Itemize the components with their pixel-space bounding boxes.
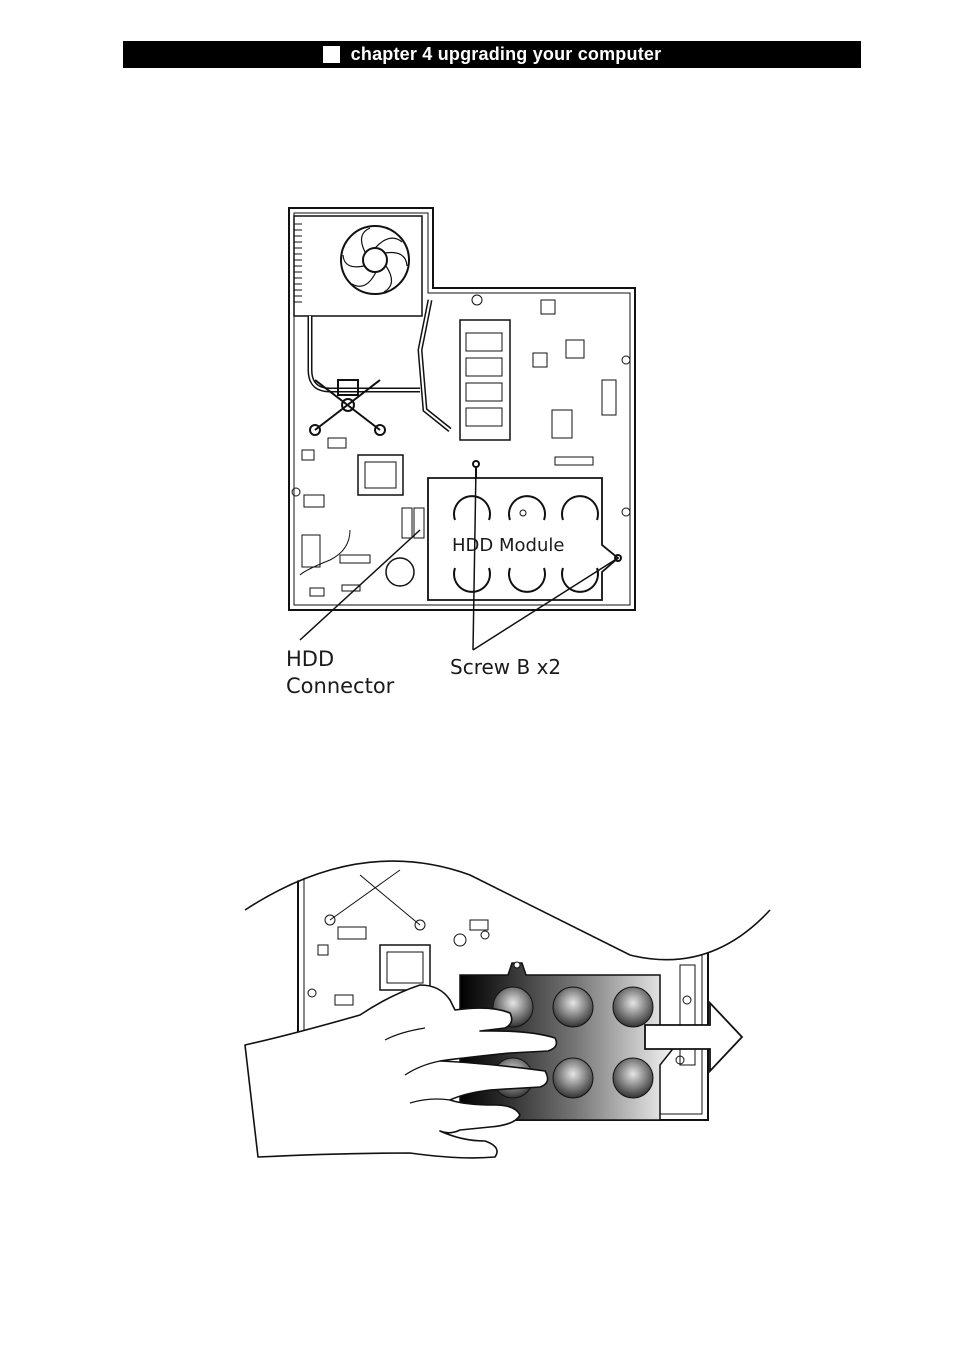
slide-direction-arrow-icon <box>644 1000 744 1074</box>
hdd-connector-label-line1: HDD <box>286 647 334 671</box>
chapter-header: chapter 4 upgrading your computer <box>123 41 861 68</box>
hdd-connector-label-line2: Connector <box>286 674 395 698</box>
figure-hdd-module-diagram: HDD Module HDD Connector Screw B x2 <box>286 207 636 698</box>
screw-label: Screw B x2 <box>450 655 561 679</box>
chassis-outline <box>288 207 636 611</box>
chapter-square-icon <box>322 46 340 63</box>
figure-hdd-removal-illustration <box>244 860 771 1159</box>
chapter-title: chapter 4 upgrading your computer <box>350 44 662 64</box>
hdd-discs-group <box>492 986 654 1099</box>
hdd-module-outline <box>427 477 620 601</box>
hand-illustration <box>244 984 558 1159</box>
hdd-module-label: HDD Module <box>452 535 564 556</box>
fan-icon <box>340 225 410 295</box>
